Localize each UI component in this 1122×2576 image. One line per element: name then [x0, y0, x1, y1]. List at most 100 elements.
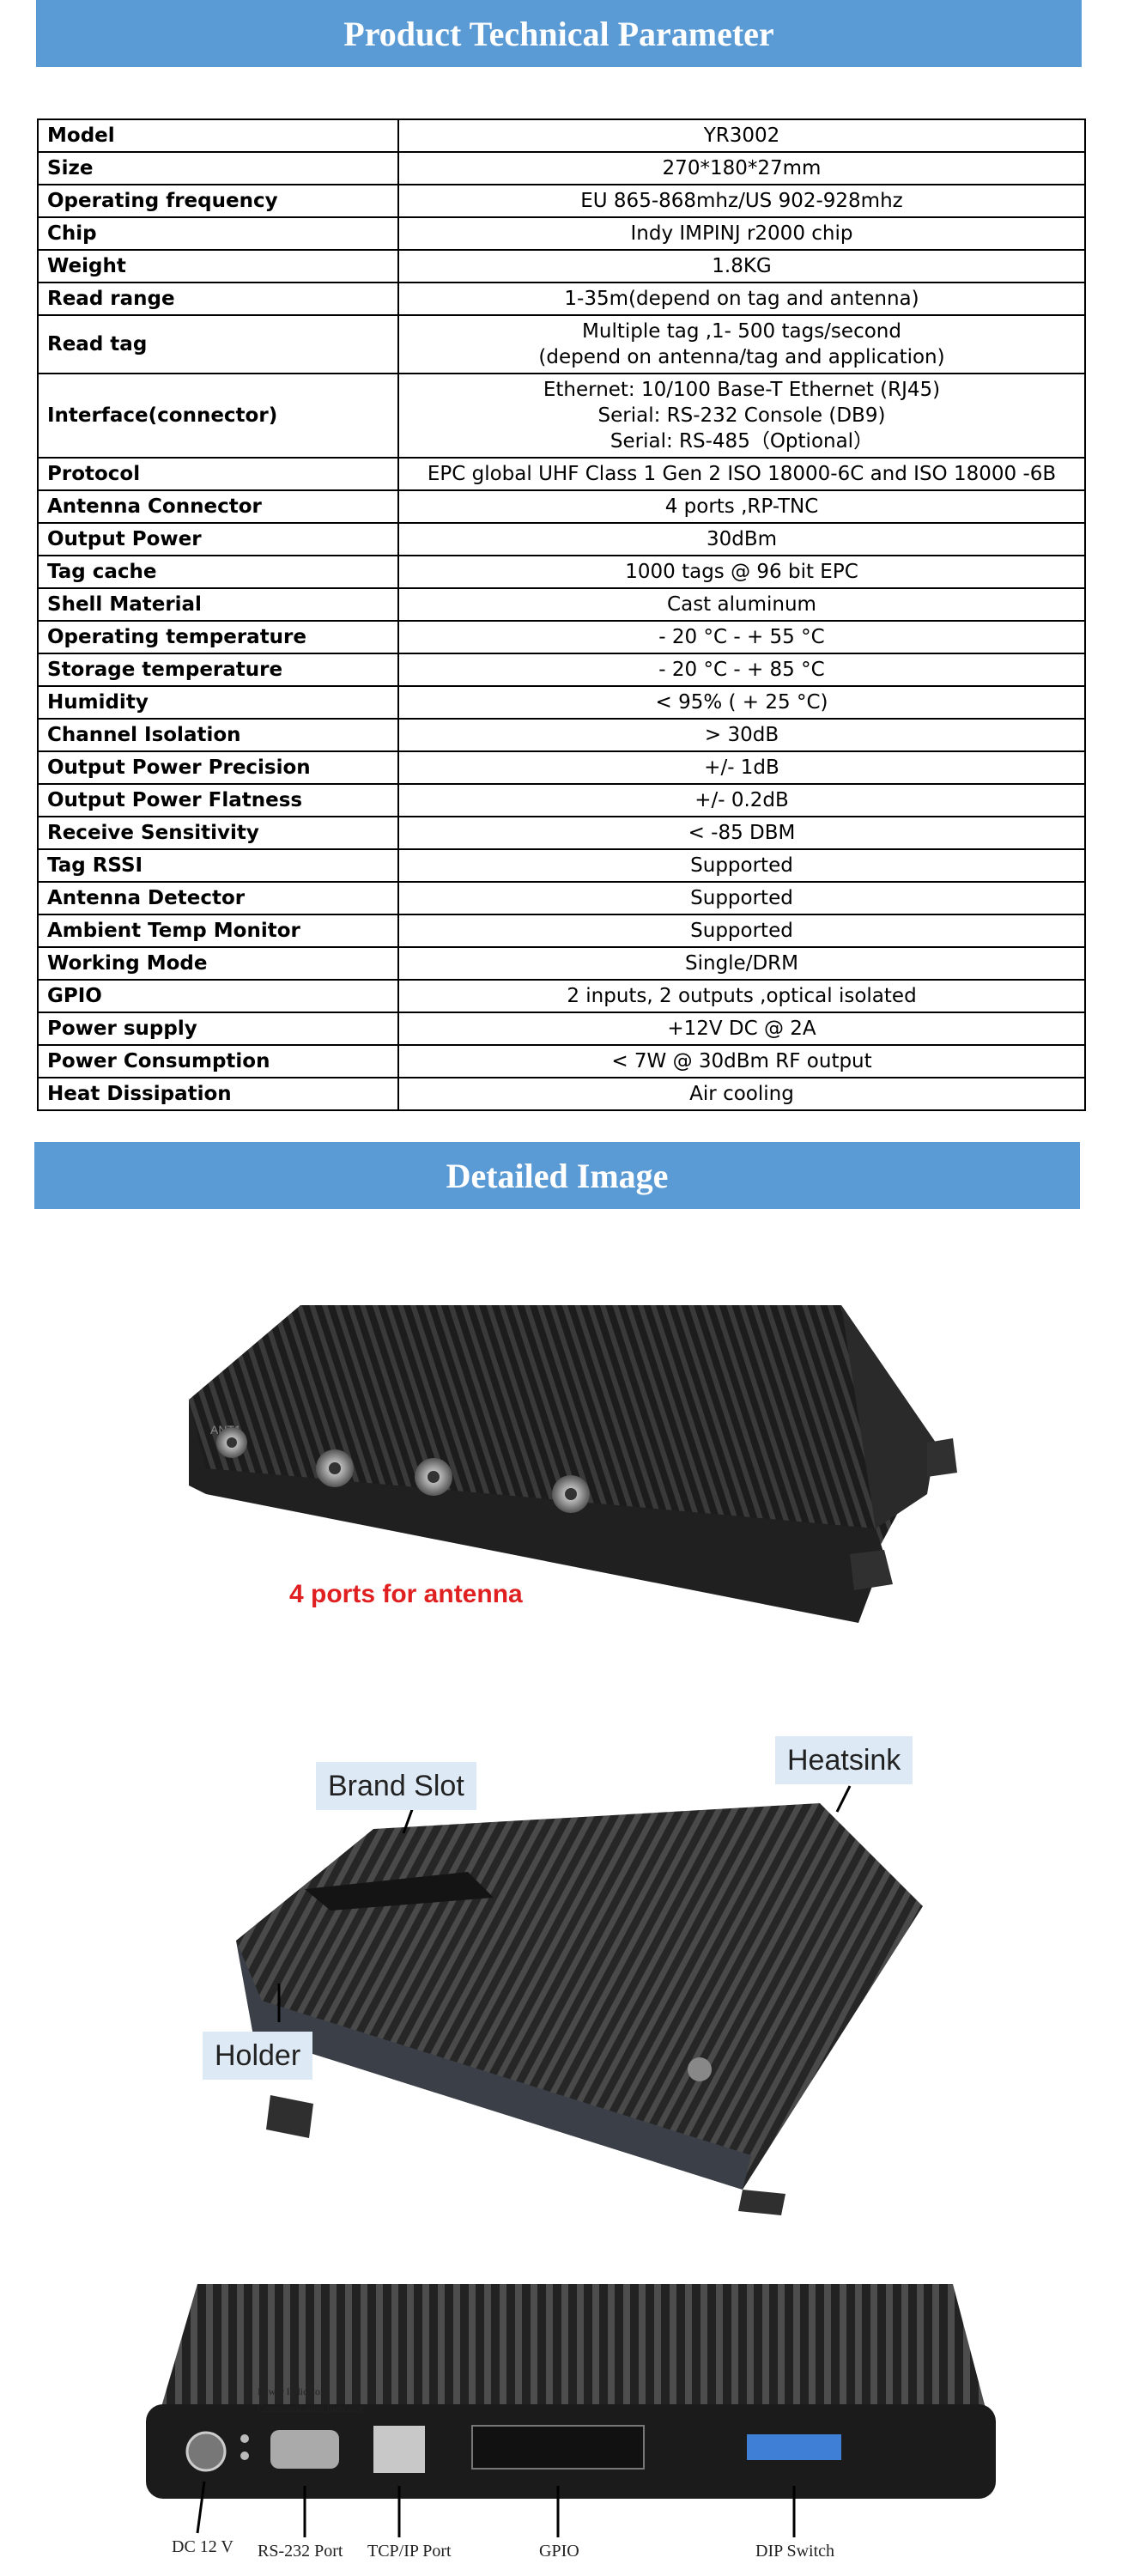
heatsink-arrow [835, 1785, 852, 1813]
label-dc: DC 12 V [172, 2537, 233, 2556]
spec-value: Multiple tag ,1- 500 tags/second(depend … [397, 314, 1086, 374]
spec-key: Chip [37, 216, 399, 251]
spec-key: Weight [37, 249, 399, 283]
spec-value: 2 inputs, 2 outputs ,optical isolated [397, 979, 1086, 1013]
spec-value: EU 865-868mhz/US 902-928mhz [397, 184, 1086, 218]
comm-indicator-led [240, 2451, 249, 2460]
spec-row: Shell Material Cast aluminum [37, 587, 1086, 622]
spec-key: Output Power [37, 522, 399, 556]
spec-value-line: 2 inputs, 2 outputs ,optical isolated [567, 985, 917, 1007]
callout-brand-slot: Brand Slot [316, 1762, 476, 1810]
spec-row: Receive Sensitivity< -85 DBM [37, 816, 1086, 850]
spec-value-line: < -85 DBM [688, 822, 796, 844]
spec-value: 270*180*27mm [397, 151, 1086, 185]
spec-key: Output Power Flatness [37, 783, 399, 817]
spec-value: Supported [397, 848, 1086, 883]
spec-value: Air cooling [397, 1077, 1086, 1111]
spec-value: - 20 °C - + 55 °C [397, 620, 1086, 654]
spec-value-line: 4 ports ,RP-TNC [664, 495, 819, 518]
spec-value-line: Supported [690, 887, 793, 909]
spec-key: Shell Material [37, 587, 399, 622]
spec-row: Humidity< 95% ( + 25 °C) [37, 685, 1086, 720]
spec-value-line: - 20 °C - + 55 °C [658, 626, 825, 648]
spec-value-line: 270*180*27mm [662, 157, 822, 179]
spec-row: Output Power Precision +/- 1dB [37, 750, 1086, 785]
spec-value-line: 1000 tags @ 96 bit EPC [625, 561, 858, 583]
mounting-tab [927, 1438, 957, 1477]
spec-row: Tag cache 1000 tags @ 96 bit EPC [37, 555, 1086, 589]
power-indicator-led [240, 2434, 249, 2443]
spec-value: < -85 DBM [397, 816, 1086, 850]
spec-value-line: < 7W @ 30dBm RF output [611, 1050, 872, 1072]
antenna-ports-caption: 4 ports for antenna [289, 1580, 523, 1608]
spec-key: Antenna Detector [37, 881, 399, 915]
spec-value-line: Cast aluminum [667, 593, 816, 616]
product-photo-antenna-ports: ANT1 [189, 1305, 957, 1623]
spec-value: +12V DC @ 2A [397, 1012, 1086, 1046]
spec-value-line: EPC global UHF Class 1 Gen 2 ISO 18000-6… [427, 463, 1057, 485]
label-comm-indicator: Communication Indicator [258, 2403, 364, 2415]
spec-key: Working Mode [37, 946, 399, 981]
spec-value: YR3002 [397, 118, 1086, 153]
spec-row: Storage temperature - 20 °C - + 85 °C [37, 653, 1086, 687]
spec-key: Power supply [37, 1012, 399, 1046]
spec-row: Tag RSSI Supported [37, 848, 1086, 883]
device-front-face [189, 1400, 884, 1623]
spec-key: Operating temperature [37, 620, 399, 654]
spec-key: Tag RSSI [37, 848, 399, 883]
spec-value: 1.8KG [397, 249, 1086, 283]
spec-value-line: Serial: RS-485（Optional） [610, 430, 874, 453]
spec-value-line: > 30dB [704, 724, 779, 746]
spec-value-line: +12V DC @ 2A [667, 1018, 816, 1040]
spec-row: Interface(connector) Ethernet: 10/100 Bas… [37, 373, 1086, 459]
spec-key: Storage temperature [37, 653, 399, 687]
spec-row: Power supply +12V DC @ 2A [37, 1012, 1086, 1046]
antenna-connector-icon [415, 1458, 452, 1496]
antenna-connector-icon [216, 1427, 247, 1458]
callout-heatsink: Heatsink [775, 1736, 913, 1784]
label-dip: DIP Switch [755, 2542, 835, 2561]
spec-value-line: Supported [690, 854, 793, 877]
spec-value-line: - 20 °C - + 85 °C [658, 659, 825, 681]
spec-row: Output Power Flatness +/- 0.2dB [37, 783, 1086, 817]
spec-value-line: +/- 0.2dB [694, 789, 789, 811]
callout-holder: Holder [203, 2032, 313, 2080]
spec-value: Supported [397, 881, 1086, 915]
spec-value: Supported [397, 914, 1086, 948]
spec-key: Output Power Precision [37, 750, 399, 785]
gpio-terminal-icon [471, 2425, 645, 2470]
device-side [236, 1941, 751, 2190]
label-tcpip: TCP/IP Port [367, 2542, 452, 2561]
dc-jack-icon [185, 2431, 227, 2472]
antenna-connector-icon [316, 1449, 354, 1487]
spec-value: EPC global UHF Class 1 Gen 2 ISO 18000-6… [397, 457, 1086, 491]
spec-row: GPIO 2 inputs, 2 outputs ,optical isolate… [37, 979, 1086, 1013]
spec-key: GPIO [37, 979, 399, 1013]
section-header-title: Detailed Image [446, 1156, 669, 1195]
spec-key: Heat Dissipation [37, 1077, 399, 1111]
spec-row: Operating temperature - 20 °C - + 55 °C [37, 620, 1086, 654]
spec-row: Antenna Detector Supported [37, 881, 1086, 915]
product-photo-top-view [236, 1785, 923, 2215]
label-rs232: RS-232 Port [258, 2542, 343, 2561]
spec-value: Single/DRM [397, 946, 1086, 981]
spec-key: Tag cache [37, 555, 399, 589]
spec-value: < 7W @ 30dBm RF output [397, 1044, 1086, 1078]
spec-value-line: +/- 1dB [704, 756, 779, 779]
spec-value-line: Ethernet: 10/100 Base-T Ethernet (RJ45) [543, 379, 941, 401]
spec-value: 1000 tags @ 96 bit EPC [397, 555, 1086, 589]
spec-value: - 20 °C - + 85 °C [397, 653, 1086, 687]
label-gpio: GPIO [539, 2542, 579, 2561]
spec-value-line: Indy IMPINJ r2000 chip [630, 222, 853, 245]
spec-value-line: Multiple tag ,1- 500 tags/second [582, 320, 901, 343]
spec-key: Interface(connector) [37, 373, 399, 459]
rs232-port-icon [270, 2430, 339, 2469]
spec-value-line: YR3002 [703, 125, 780, 147]
